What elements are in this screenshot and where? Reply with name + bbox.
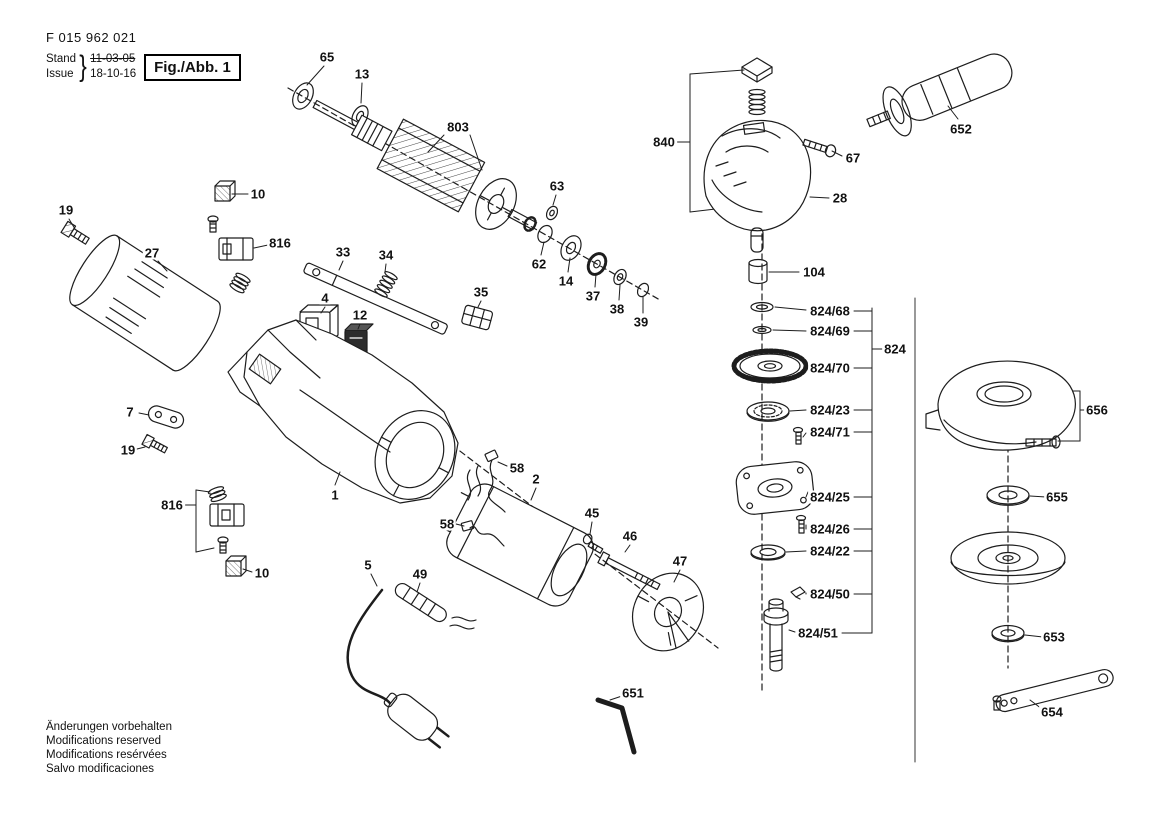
issue-label: Issue — [46, 68, 74, 80]
baffle-plate — [631, 572, 705, 652]
gear-housing — [703, 119, 812, 232]
clamp-nut-840 — [741, 57, 773, 83]
carbon-brush-bottom — [225, 555, 247, 577]
plate-7 — [147, 405, 185, 429]
modification-notes: Änderungen vorbehalten Modifications res… — [46, 720, 172, 776]
screw-19-top — [60, 220, 90, 245]
screw-19-bottom — [141, 433, 168, 454]
spindle-lock-pin — [750, 227, 764, 253]
note-de: Änderungen vorbehalten — [46, 721, 172, 733]
wheel-guard — [925, 360, 1076, 451]
screw-45 — [582, 533, 604, 554]
key-824-50 — [790, 586, 806, 600]
stand-label: Stand — [46, 53, 77, 65]
stator — [442, 483, 594, 607]
issue-date-new: 18-10-16 — [90, 68, 137, 80]
crown-gear-824-70 — [731, 348, 809, 384]
issue-date-old: 11-03-05 — [90, 53, 136, 65]
document-number: F 015 962 021 — [46, 30, 137, 45]
field-sleeve — [69, 234, 221, 372]
sleeve-104 — [748, 258, 768, 285]
bearing-flange-824-25 — [735, 461, 815, 515]
wires-58 — [460, 449, 506, 547]
clamp-nut-653 — [991, 624, 1025, 643]
motor-housing — [227, 319, 459, 504]
screw-824-26 — [795, 514, 807, 534]
sanding-pad — [950, 531, 1066, 585]
leader-lines — [68, 65, 1085, 710]
title-block: F 015 962 021 Stand Issue } 11-03-05 18-… — [46, 30, 241, 84]
screw-824-71 — [792, 426, 804, 445]
note-es: Salvo modificaciones — [46, 763, 155, 775]
spring-840 — [748, 88, 766, 116]
washer-824-22 — [750, 544, 786, 561]
backing-flange-655 — [986, 485, 1030, 506]
ball-bearing-824-23 — [746, 401, 790, 422]
armature-assembly — [292, 82, 650, 298]
carbon-brush-top — [214, 180, 236, 202]
screw-67 — [802, 138, 837, 158]
pin-spanner-654 — [992, 668, 1114, 713]
allen-key — [595, 697, 637, 755]
note-fr: Modifications resérvées — [46, 749, 167, 761]
power-cable — [346, 582, 477, 749]
washer-824-69 — [752, 325, 772, 335]
side-handle — [866, 53, 1013, 137]
bolt-46 — [597, 551, 661, 591]
figure-label: Fig./Abb. 1 — [144, 53, 241, 81]
brush-holder-top — [207, 215, 254, 294]
clip-35 — [461, 304, 494, 331]
bracket-lines — [195, 69, 1081, 634]
spindle-824-51 — [763, 598, 789, 672]
brace-glyph: } — [79, 50, 87, 83]
spring-34 — [374, 271, 398, 298]
brush-holder-bottom — [207, 486, 245, 554]
circlip-824-68 — [750, 301, 774, 313]
note-en: Modifications reserved — [46, 735, 162, 747]
